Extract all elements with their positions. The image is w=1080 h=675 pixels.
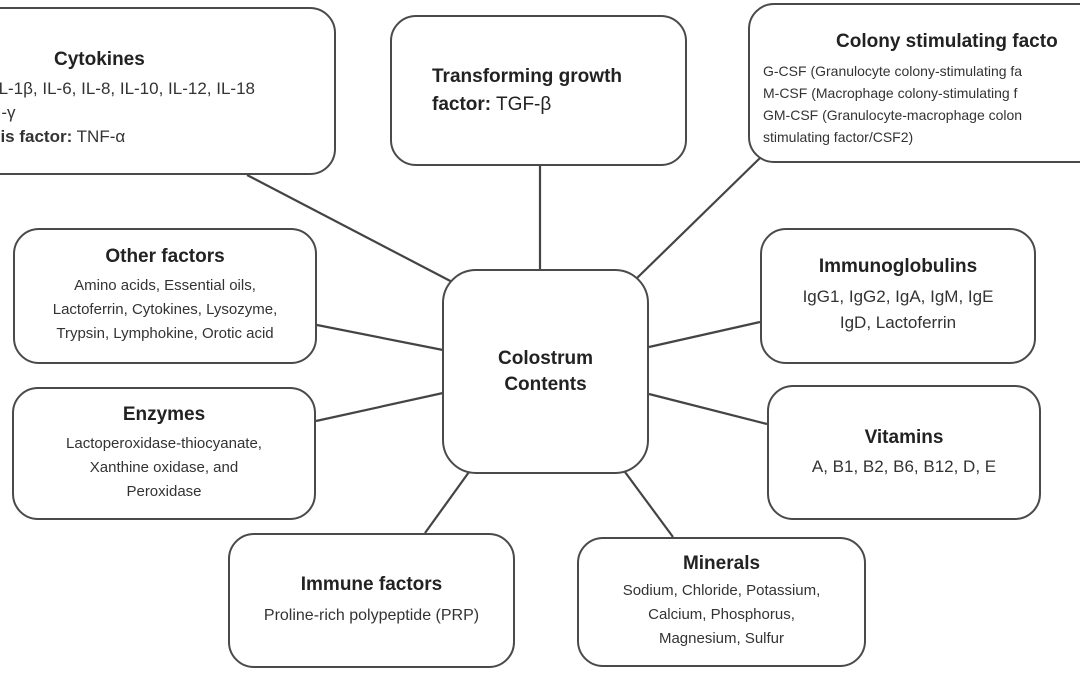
other-factors-title: Other factors <box>105 246 225 267</box>
enzymes-body: Lactoperoxidase-thiocyanate, Xanthine ox… <box>14 432 314 504</box>
enzymes-box: Enzymes Lactoperoxidase-thiocyanate, Xan… <box>12 387 316 520</box>
csf-title: Colony stimulating facto <box>836 31 1058 52</box>
immune-factors-box: Immune factors Proline-rich polypeptide … <box>228 533 515 668</box>
csf-line: M-CSF (Macrophage colony-stimulating f <box>763 85 1018 101</box>
minerals-line: Magnesium, Sulfur <box>658 630 785 647</box>
connector-enzymes <box>315 391 444 423</box>
connector-other <box>316 323 444 352</box>
other-factors-body: Amino acids, Essential oils, Lactoferrin… <box>15 274 315 346</box>
minerals-line: Sodium, Chloride, Potassium, <box>622 582 821 599</box>
immunoglobulins-line: IgG1, IgG2, IgA, IgM, IgE <box>802 287 994 306</box>
immune-factors-line: Proline-rich polypeptide (PRP) <box>263 606 480 624</box>
connector-minerals <box>624 471 674 538</box>
connector-immune <box>424 471 470 534</box>
immune-factors-title: Immune factors <box>300 573 443 595</box>
immunoglobulins-box: Immunoglobulins IgG1, IgG2, IgA, IgM, Ig… <box>760 228 1036 364</box>
tgf-factor-label: factor: <box>432 93 492 115</box>
other-factors-line: Lactoferrin, Cytokines, Lysozyme, <box>52 301 278 318</box>
cytokines-interferon: IFN-γ <box>0 103 16 122</box>
cytokines-box: Cytokines s: IL-1β, IL-6, IL-8, IL-10, I… <box>0 7 336 175</box>
enzymes-line: Peroxidase <box>126 482 202 500</box>
connector-csf <box>635 157 761 280</box>
vitamins-title: Vitamins <box>864 426 944 448</box>
csf-body: G-CSF (Granulocyte colony-stimulating fa… <box>763 60 1022 148</box>
cytokines-body: s: IL-1β, IL-6, IL-8, IL-10, IL-12, IL-1… <box>0 77 255 149</box>
minerals-title: Minerals <box>682 553 761 574</box>
tgf-title-line1: Transforming growth <box>432 65 622 87</box>
immunoglobulins-title: Immunoglobulins <box>818 256 978 277</box>
cytokines-tnf-label: rosis factor: <box>0 127 73 146</box>
vitamins-body: A, B1, B2, B6, B12, D, E <box>769 455 1039 479</box>
cytokines-tnf-value: TNF-α <box>72 127 126 146</box>
csf-box: Colony stimulating facto G-CSF (Granuloc… <box>748 3 1080 163</box>
connector-vitamins <box>648 392 768 426</box>
minerals-line: Calcium, Phosphorus, <box>648 606 795 623</box>
csf-line: stimulating factor/CSF2) <box>763 129 914 145</box>
vitamins-line: A, B1, B2, B6, B12, D, E <box>811 456 997 476</box>
enzymes-line: Xanthine oxidase, and <box>89 458 239 476</box>
connector-cytokines <box>246 174 459 286</box>
center-title: Colostrum Contents <box>444 346 647 398</box>
enzymes-line: Lactoperoxidase-thiocyanate, <box>66 434 262 452</box>
other-factors-line: Trypsin, Lymphokine, Orotic acid <box>56 325 274 342</box>
colostrum-contents-center-box: Colostrum Contents <box>442 269 649 474</box>
other-factors-box: Other factors Amino acids, Essential oil… <box>13 228 317 364</box>
tgf-factor-value: TGF-β <box>491 93 552 115</box>
connector-immunoglobulins <box>648 320 761 349</box>
csf-line: GM-CSF (Granulocyte-macrophage colon <box>763 107 1023 123</box>
cytokines-title: Cytokines <box>54 49 145 70</box>
immunoglobulins-line: IgD, Lactoferrin <box>839 313 957 332</box>
tgf-title: Transforming growth factor: TGF-β <box>432 63 685 119</box>
vitamins-box: Vitamins A, B1, B2, B6, B12, D, E <box>767 385 1041 520</box>
immune-factors-body: Proline-rich polypeptide (PRP) <box>230 604 513 628</box>
other-factors-line: Amino acids, Essential oils, <box>74 277 256 294</box>
minerals-body: Sodium, Chloride, Potassium, Calcium, Ph… <box>579 579 864 651</box>
tgf-box: Transforming growth factor: TGF-β <box>390 15 687 166</box>
center-title-line1: Colostrum <box>498 347 593 369</box>
center-title-line2: Contents <box>504 373 587 395</box>
cytokines-interleukins-value: IL-1β, IL-6, IL-8, IL-10, IL-12, IL-18 <box>0 79 255 98</box>
immunoglobulins-body: IgG1, IgG2, IgA, IgM, IgE IgD, Lactoferr… <box>762 284 1034 336</box>
minerals-box: Minerals Sodium, Chloride, Potassium, Ca… <box>577 537 866 667</box>
enzymes-title: Enzymes <box>122 403 206 425</box>
csf-line: G-CSF (Granulocyte colony-stimulating fa <box>763 63 1023 79</box>
